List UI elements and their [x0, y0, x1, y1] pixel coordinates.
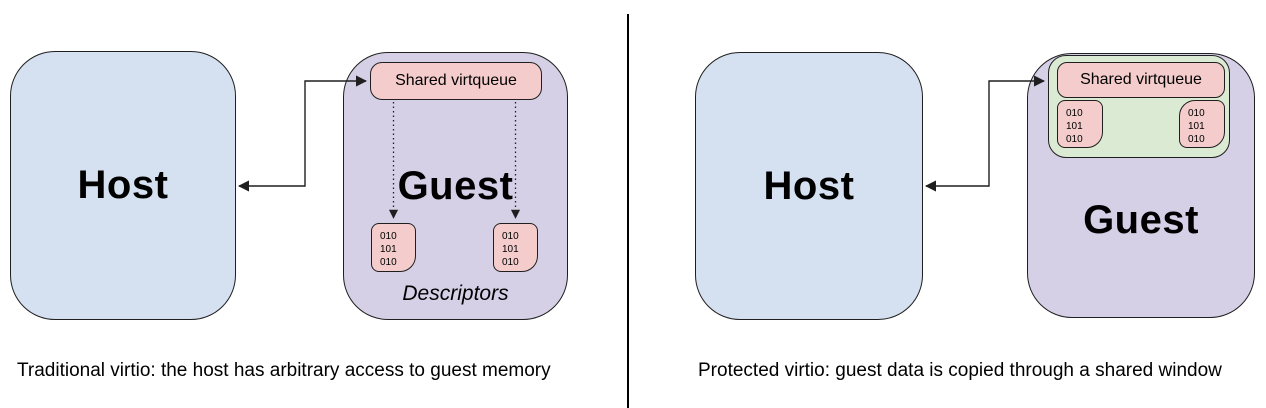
- bits-line: 101: [1066, 121, 1083, 132]
- bits-line: 010: [1066, 134, 1083, 145]
- traditional-shared-virtqueue-label: Shared virtqueue: [395, 72, 517, 89]
- protected-host-box: Host: [695, 52, 923, 320]
- protected-shared-virtqueue-box: Shared virtqueue: [1057, 62, 1225, 98]
- bits-line: 010: [1188, 108, 1205, 119]
- bits-line: 010: [502, 231, 519, 242]
- traditional-caption: Traditional virtio: the host has arbitra…: [17, 360, 551, 381]
- bits-line: 010: [1066, 108, 1083, 119]
- bits-line: 101: [380, 244, 397, 255]
- traditional-host-box: Host: [10, 51, 236, 320]
- traditional-shared-virtqueue-box: Shared virtqueue: [370, 62, 542, 100]
- protected-guest-label: Guest: [1083, 198, 1199, 242]
- traditional-descriptor-box-left: 010 101 010: [371, 223, 416, 272]
- protected-descriptor-box-right: 010 101 010: [1179, 100, 1225, 148]
- traditional-host-label: Host: [77, 163, 169, 207]
- protected-descriptor-box-left: 010 101 010: [1057, 100, 1103, 148]
- bits-line: 010: [380, 257, 397, 268]
- traditional-guest-label: Guest: [397, 163, 514, 208]
- bits-line: 101: [1188, 121, 1205, 132]
- bits-line: 010: [1188, 134, 1205, 145]
- protected-shared-virtqueue-label: Shared virtqueue: [1080, 71, 1202, 88]
- panel-divider-line: [627, 14, 629, 408]
- descriptors-label: Descriptors: [402, 282, 509, 305]
- bits-line: 101: [502, 244, 519, 255]
- bits-line: 010: [502, 257, 519, 268]
- traditional-descriptor-box-right: 010 101 010: [493, 223, 538, 272]
- protected-host-label: Host: [763, 163, 855, 208]
- protected-caption: Protected virtio: guest data is copied t…: [698, 360, 1222, 381]
- bits-line: 010: [380, 231, 397, 242]
